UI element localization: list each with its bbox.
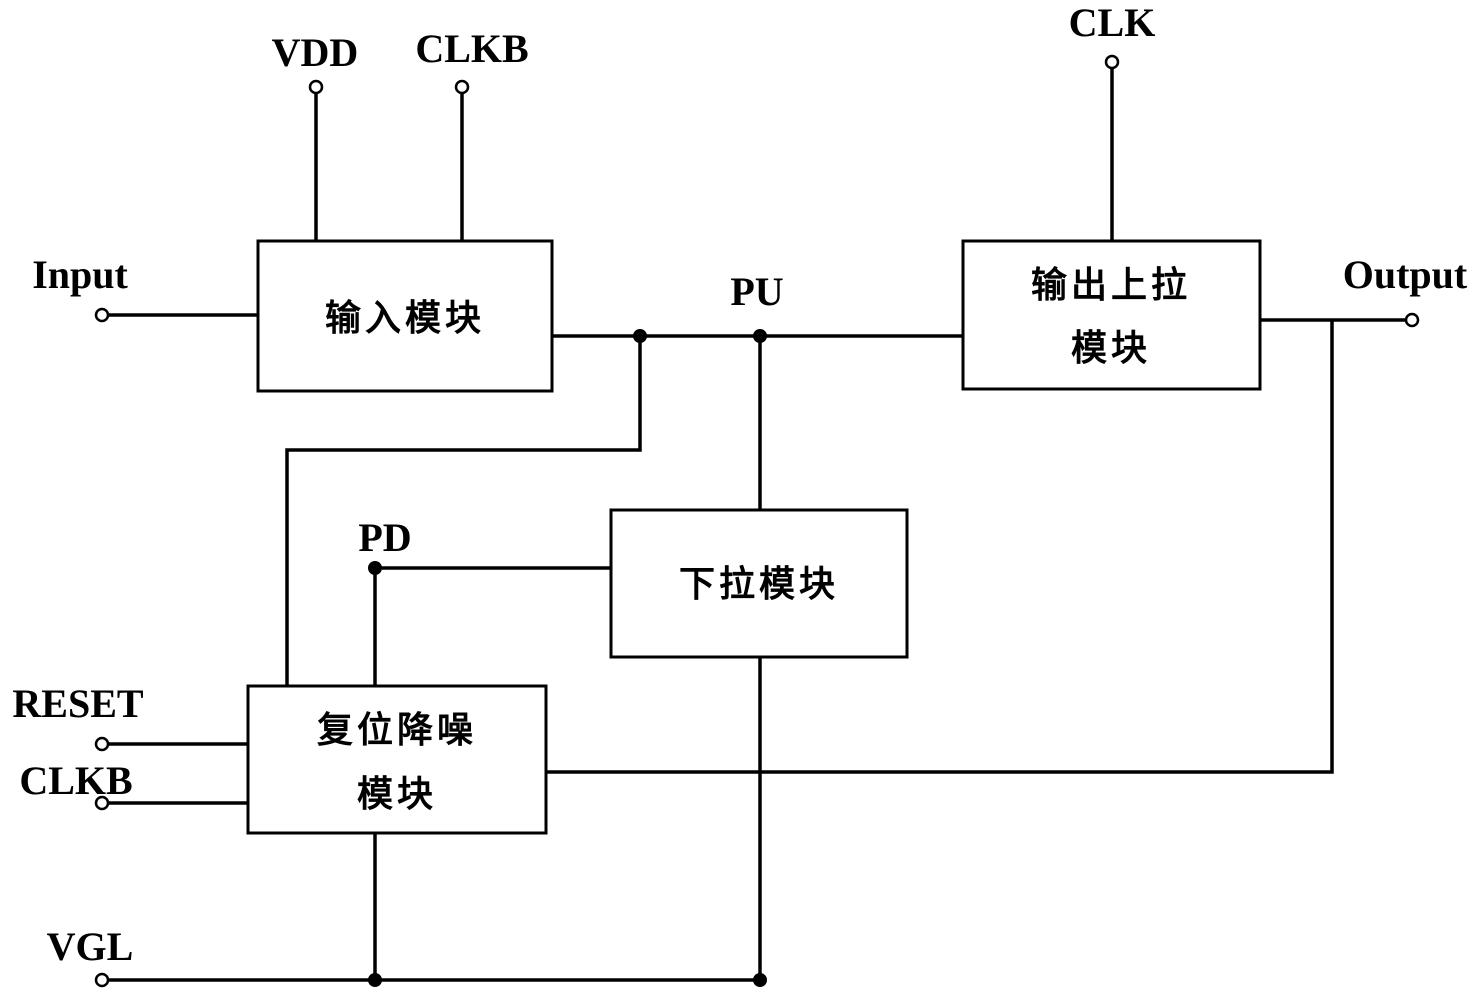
junction-dot [368,973,382,987]
pd-label: PD [358,515,411,560]
pu-node-dot [753,329,767,343]
clkb-top-label: CLKB [415,26,528,71]
clk-terminal [1106,56,1118,68]
output-pullup-label-1: 输出上拉 [1031,265,1191,306]
vdd-terminal [310,81,322,93]
pd-node-dot [368,561,382,575]
vgl-label: VGL [47,924,134,969]
clkb-top-terminal [456,81,468,93]
output-terminal [1406,314,1418,326]
vdd-label: VDD [272,30,359,75]
junction-dot [753,973,767,987]
output-label: Output [1343,252,1468,297]
input-terminal [96,309,108,321]
clk-label: CLK [1069,0,1156,45]
input-module-label: 输入模块 [325,298,485,339]
reset-terminal [96,738,108,750]
reset-noise-label-2: 模块 [357,774,437,815]
reset-noise-label-1: 复位降噪 [317,710,477,751]
pu-label: PU [730,269,783,314]
pulldown-module-label: 下拉模块 [679,564,839,605]
clkb-bottom-label: CLKB [19,758,132,803]
input-label: Input [32,252,128,297]
output-pullup-label-2: 模块 [1071,328,1151,369]
junction-dot [633,329,647,343]
vgl-terminal [96,974,108,986]
reset-label: RESET [12,681,143,726]
